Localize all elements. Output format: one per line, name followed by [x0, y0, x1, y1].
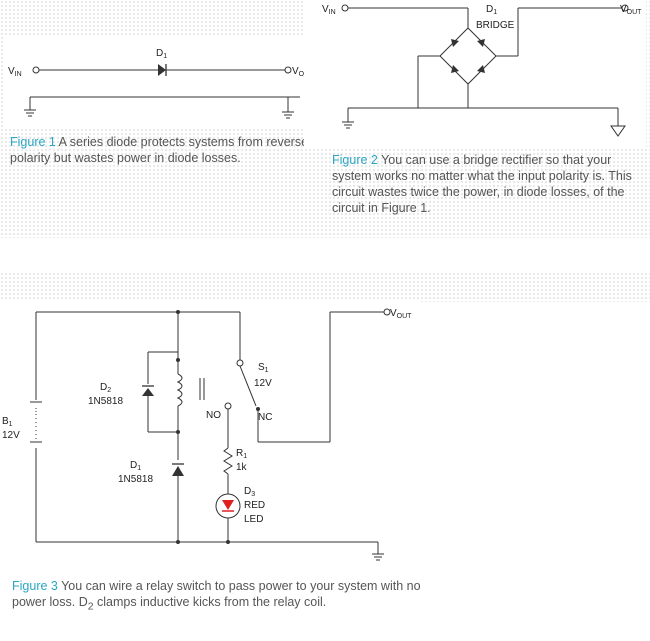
figure-3: VOUT S1 12V NO NC D2 1N5818 D1 1N5818 R1…	[0, 290, 650, 641]
switch-s1-arm	[239, 365, 257, 407]
vout-terminal	[621, 4, 629, 12]
vout-terminal	[284, 66, 292, 74]
svg-text:D3: D3	[244, 486, 255, 498]
diode-d2-symbol	[142, 388, 154, 396]
svg-text:BRIDGE: BRIDGE	[476, 20, 515, 31]
vin-terminal	[32, 66, 40, 74]
figure-1: VIN D1 VOUT Figure 1 A series diode prot…	[0, 0, 330, 180]
figure-2-caption-label: Figure 2	[332, 153, 378, 167]
svg-text:D1: D1	[486, 4, 497, 16]
ground-symbol-right	[610, 125, 626, 137]
svg-text:12V: 12V	[254, 378, 272, 389]
svg-text:12V: 12V	[2, 430, 20, 441]
svg-text:VOUT: VOUT	[390, 308, 412, 320]
figure-2-schematic: VIN D1 BRIDGE VOUT	[304, 0, 646, 148]
svg-text:D2: D2	[100, 382, 111, 394]
resistor-r1	[223, 447, 233, 475]
relay-coil	[176, 373, 183, 407]
svg-text:NC: NC	[258, 412, 272, 423]
svg-text:R1: R1	[236, 448, 247, 460]
figure-3-caption: Figure 3 You can wire a relay switch to …	[12, 578, 422, 616]
diode-d1-symbol	[172, 466, 184, 476]
svg-text:VIN: VIN	[8, 66, 22, 78]
svg-text:VOUT: VOUT	[620, 4, 642, 16]
figure-3-caption-sub: 2	[87, 601, 94, 613]
figure-1-caption-label: Figure 1	[10, 135, 56, 149]
switch-s1-pivot	[236, 359, 244, 367]
svg-text:D1: D1	[130, 460, 141, 472]
figure-2-caption-text: You can use a bridge rectifier so that y…	[332, 153, 632, 215]
svg-text:RED: RED	[244, 500, 265, 511]
mid-stipple-band	[0, 272, 650, 302]
figure-2: VIN D1 BRIDGE VOUT Figure 2 You can use …	[300, 0, 650, 238]
figure-1-caption: Figure 1 A series diode protects systems…	[10, 134, 330, 166]
figure-1-schematic: VIN D1 VOUT	[4, 36, 324, 128]
figure-3-caption-text2: clamps inductive kicks from the relay co…	[93, 595, 327, 609]
svg-text:NO: NO	[206, 410, 221, 421]
figure-3-schematic: VOUT S1 12V NO NC D2 1N5818 D1 1N5818 R1…	[0, 300, 420, 568]
svg-text:B1: B1	[2, 416, 13, 428]
svg-text:D1: D1	[156, 48, 167, 60]
svg-text:LED: LED	[244, 514, 263, 525]
svg-text:VIN: VIN	[322, 4, 336, 16]
vin-terminal	[341, 4, 349, 12]
vout-terminal	[383, 308, 391, 316]
figure-1-caption-text: A series diode protects systems from rev…	[10, 135, 309, 165]
figure-3-caption-label: Figure 3	[12, 579, 58, 593]
svg-text:1N5818: 1N5818	[118, 474, 153, 485]
svg-text:S1: S1	[258, 362, 269, 374]
no-contact	[224, 402, 232, 410]
figure-2-caption: Figure 2 You can use a bridge rectifier …	[332, 152, 640, 216]
svg-text:1k: 1k	[236, 462, 248, 473]
figure-3-caption-text: You can wire a relay switch to pass powe…	[12, 579, 421, 609]
svg-text:1N5818: 1N5818	[88, 396, 123, 407]
diode-d1-symbol	[158, 64, 166, 76]
